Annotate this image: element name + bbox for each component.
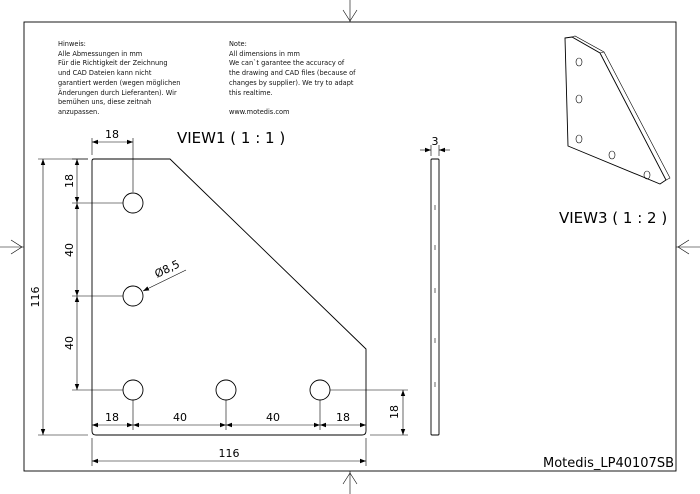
dimension-overall-height: 116 — [29, 158, 88, 436]
hole — [122, 192, 144, 214]
note-line: this realtime. — [229, 88, 273, 97]
view1-label: VIEW1 ( 1 : 1 ) — [177, 129, 285, 147]
note-line: bemühen uns, diese zeitnah — [58, 98, 152, 107]
dimension-right-height: 18 — [330, 389, 408, 436]
note-line: the drawing and CAD files (because of — [229, 69, 356, 78]
svg-text:40: 40 — [63, 243, 76, 257]
center-marker-left — [0, 239, 24, 255]
note-line: Alle Abmessungen in mm — [58, 49, 143, 58]
dimension-top-width: 18 — [91, 128, 134, 192]
svg-text:18: 18 — [63, 174, 76, 188]
english-note: Note: All dimensions in mm We can`t gara… — [229, 40, 356, 118]
website-link: www.motedis.com — [229, 107, 290, 116]
svg-text:3: 3 — [432, 135, 439, 148]
hole — [122, 379, 144, 401]
svg-text:40: 40 — [173, 411, 187, 424]
center-marker-bottom — [342, 471, 358, 494]
dimension-overall-width: 116 — [91, 438, 367, 466]
center-marker-right — [676, 239, 700, 255]
drawing-frame — [23, 21, 677, 472]
plate-outline — [91, 158, 367, 436]
dimension-left-chain: 18 40 40 — [63, 158, 123, 391]
dimension-bottom-chain: 18 40 40 18 — [92, 400, 366, 430]
note-line: und CAD Dateien kann nicht — [58, 69, 152, 78]
note-line: We can`t garantee the accuracy of — [229, 59, 345, 68]
note-line: All dimensions in mm — [229, 49, 300, 58]
isometric-view — [564, 35, 671, 185]
note-line: anzupassen. — [58, 107, 100, 116]
svg-text:116: 116 — [29, 287, 42, 308]
note-line: Note: — [229, 40, 247, 48]
svg-text:116: 116 — [219, 447, 240, 460]
svg-text:40: 40 — [63, 336, 76, 350]
german-note: Hinweis: Alle Abmessungen in mm Für die … — [58, 40, 180, 118]
part-code: Motedis_LP40107SB — [543, 456, 674, 471]
dimension-thickness: 3 — [420, 135, 450, 156]
svg-text:18: 18 — [336, 411, 350, 424]
hole — [309, 379, 331, 401]
svg-text:18: 18 — [388, 405, 401, 419]
svg-text:18: 18 — [105, 411, 119, 424]
note-line: garantiert werden (wegen möglichen — [58, 78, 181, 87]
dimension-hole-diameter: Ø8,5 — [142, 258, 187, 292]
hole — [215, 379, 237, 401]
svg-text:40: 40 — [266, 411, 280, 424]
note-line: Hinweis: — [58, 40, 86, 48]
note-line: Änderungen durch Lieferanten). Wir — [58, 88, 177, 97]
center-marker-top — [342, 0, 358, 22]
svg-text:Ø8,5: Ø8,5 — [153, 258, 182, 281]
side-view — [430, 158, 440, 436]
svg-text:18: 18 — [105, 128, 119, 141]
view3-label: VIEW3 ( 1 : 2 ) — [559, 209, 667, 227]
hole — [122, 285, 144, 307]
note-line: Für die Richtigkeit der Zeichnung — [58, 59, 168, 68]
note-line: changes by supplier). We try to adapt — [229, 78, 354, 87]
